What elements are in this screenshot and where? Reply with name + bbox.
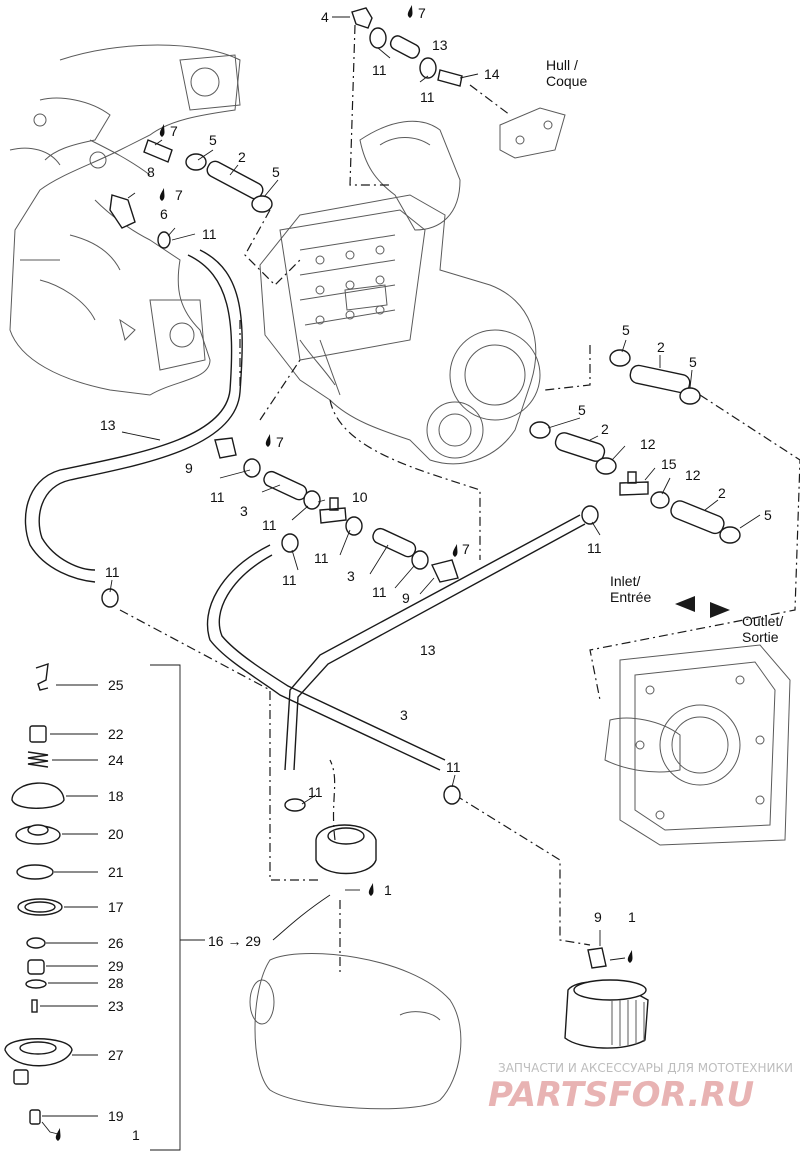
callout-2: 2 — [657, 339, 665, 355]
callout-5: 5 — [689, 354, 697, 370]
sealant-icon — [159, 188, 165, 201]
callout-24: 24 — [108, 752, 124, 768]
location-labels: Hull / Coque Inlet/ Entrée Outlet/ Sorti… — [546, 57, 783, 645]
callout-11: 11 — [314, 550, 329, 566]
callout-9: 9 — [185, 460, 193, 476]
callout-2: 2 — [718, 485, 726, 501]
callout-2: 2 — [238, 149, 246, 165]
sealant-icon — [265, 434, 271, 447]
callout-1: 1 — [384, 882, 392, 898]
callout-5: 5 — [578, 402, 586, 418]
leader-lines — [40, 16, 761, 1135]
callout-7: 7 — [175, 187, 183, 203]
clamps — [101, 27, 741, 812]
callout-27: 27 — [108, 1047, 124, 1063]
expansion-tank — [315, 824, 377, 875]
callout-29: 29 — [108, 958, 124, 974]
sealant-icon — [159, 124, 165, 137]
callout-1: 1 — [628, 909, 636, 925]
callout-3: 3 — [347, 568, 355, 584]
callout-19: 19 — [108, 1108, 124, 1124]
routing-lines — [119, 24, 800, 975]
callout-9: 9 — [402, 590, 410, 606]
jet-pump-housing — [604, 644, 791, 846]
callout-11: 11 — [262, 517, 277, 533]
callout-28: 28 — [108, 975, 124, 991]
callout-11: 11 — [446, 759, 461, 775]
hull-mount-plate — [499, 107, 566, 159]
callout-13: 13 — [420, 642, 436, 658]
callout-3: 3 — [240, 503, 248, 519]
outlet-arrow — [710, 602, 730, 618]
flow-arrows — [675, 596, 730, 618]
outlet-label: Outlet/ — [742, 613, 783, 629]
sealant-icon — [452, 544, 458, 557]
exhaust-manifold — [9, 44, 241, 396]
callout-16-29: 16 → 29 — [208, 933, 261, 949]
callout-9: 9 — [594, 909, 602, 925]
callout-23: 23 — [108, 998, 124, 1014]
callout-3: 3 — [400, 707, 408, 723]
callout-15: 15 — [661, 456, 677, 472]
entree-label: Entrée — [610, 589, 651, 605]
water-strainer — [564, 979, 649, 1049]
callout-11: 11 — [308, 784, 323, 800]
fittings — [109, 7, 649, 969]
callout-1: 1 — [132, 1127, 140, 1143]
exploded-stack-16-29 — [4, 662, 331, 1151]
inlet-label: Inlet/ — [610, 573, 640, 589]
callout-7: 7 — [462, 541, 470, 557]
watermark: ЗАПЧАСТИ И АКСЕССУАРЫ ДЛЯ МОТОТЕХНИКИ PA… — [488, 1061, 793, 1115]
callout-7: 7 — [170, 123, 178, 139]
callout-13: 13 — [432, 37, 448, 53]
callout-21: 21 — [108, 864, 124, 880]
callout-22: 22 — [108, 726, 124, 742]
callout-8: 8 — [147, 164, 155, 180]
callout-13: 13 — [100, 417, 116, 433]
callouts: 4 7 13 11 14 11 7 5 8 2 5 7 6 11 5 2 5 1… — [100, 5, 772, 1143]
callout-12: 12 — [685, 467, 701, 483]
callout-11: 11 — [372, 62, 387, 78]
sealant-icon — [407, 5, 413, 18]
callout-12: 12 — [640, 436, 656, 452]
sortie-label: Sortie — [742, 629, 779, 645]
callout-20: 20 — [108, 826, 124, 842]
callout-11: 11 — [372, 584, 387, 600]
sealant-icon — [55, 1128, 61, 1141]
callout-10: 10 — [352, 489, 368, 505]
sealant-icon — [368, 883, 374, 896]
engine-block — [259, 120, 541, 465]
muffler — [249, 953, 462, 1110]
callout-11: 11 — [202, 226, 217, 242]
callout-7: 7 — [418, 5, 426, 21]
callout-11: 11 — [420, 89, 435, 105]
callout-11: 11 — [587, 540, 602, 556]
inlet-arrow — [675, 596, 695, 612]
callout-4: 4 — [321, 9, 329, 25]
callout-14: 14 — [484, 66, 500, 82]
sealant-symbols — [55, 5, 633, 1141]
callout-5: 5 — [764, 507, 772, 523]
callout-25: 25 — [108, 677, 124, 693]
callout-18: 18 — [108, 788, 124, 804]
callout-11: 11 — [105, 564, 120, 580]
watermark-brand: PARTSFOR.RU — [488, 1075, 754, 1115]
callout-26: 26 — [108, 935, 124, 951]
callout-11: 11 — [282, 572, 297, 588]
callout-5: 5 — [272, 164, 280, 180]
callout-7: 7 — [276, 434, 284, 450]
callout-5: 5 — [622, 322, 630, 338]
callout-6: 6 — [160, 206, 168, 222]
watermark-tagline: ЗАПЧАСТИ И АКСЕССУАРЫ ДЛЯ МОТОТЕХНИКИ — [498, 1061, 793, 1075]
callout-2: 2 — [601, 421, 609, 437]
callout-17: 17 — [108, 899, 124, 915]
coque-label: Coque — [546, 73, 587, 89]
callout-11: 11 — [210, 489, 225, 505]
hull-label: Hull / — [546, 57, 578, 73]
sealant-icon — [627, 950, 633, 963]
callout-5: 5 — [209, 132, 217, 148]
